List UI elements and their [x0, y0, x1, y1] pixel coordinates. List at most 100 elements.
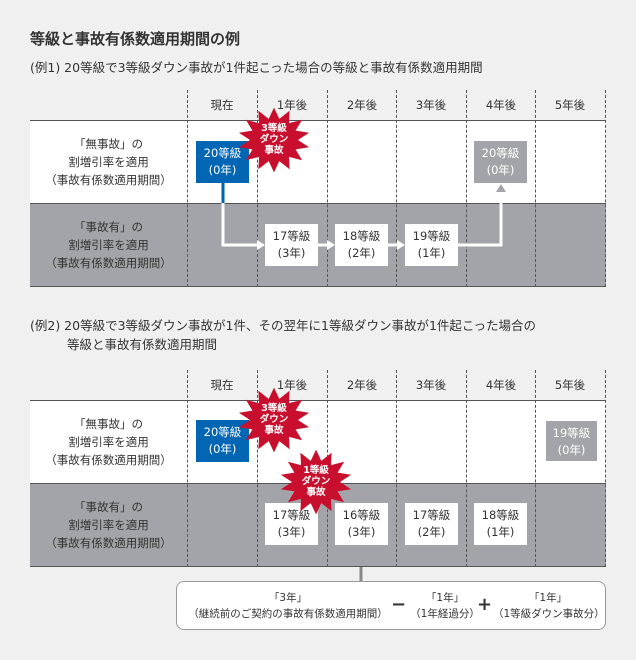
- col-now: 現在: [210, 98, 234, 112]
- years: (0年): [208, 163, 237, 177]
- grade-box-step: 19等級 (1年): [405, 224, 458, 266]
- label-line: （事故有係数適用期間）: [45, 536, 172, 550]
- grade-box-step: 16等級 (3年): [335, 503, 388, 545]
- example2-subtitle: (例2) 20等級で3等級ダウン事故が1件、その翌年に1等級ダウン事故が1件起こ…: [30, 316, 536, 354]
- minus-icon: −: [391, 594, 407, 615]
- divider: [396, 370, 397, 567]
- grade: 19等級: [412, 229, 451, 243]
- label-line: （事故有係数適用期間）: [45, 453, 172, 467]
- label-line: 割増引率を適用: [68, 518, 149, 532]
- no-accident-label: 「無事故」の 割増引率を適用 （事故有係数適用期間）: [30, 135, 187, 189]
- grade-box-current: 20等級 (0年): [196, 141, 249, 183]
- col-4y: 4年後: [485, 378, 517, 392]
- divider: [396, 90, 397, 287]
- burst-text: 事故: [264, 425, 284, 436]
- period-formula: 「3年」 （継続前のご契約の事故有係数適用期間） − 「1年」 （1年経過分） …: [176, 581, 606, 630]
- col-2y: 2年後: [346, 98, 378, 112]
- years: (0年): [208, 442, 237, 456]
- grade: 18等級: [342, 229, 381, 243]
- grade: 17等級: [412, 508, 451, 522]
- years: (1年): [417, 246, 446, 260]
- label-line: 割増引率を適用: [68, 238, 149, 252]
- header-row: 現在 1年後 2年後 3年後 4年後 5年後: [30, 88, 606, 120]
- divider: [257, 90, 258, 287]
- accident-row: 「事故有」の 割増引率を適用 （事故有係数適用期間）: [30, 203, 606, 287]
- plus-icon: +: [477, 594, 493, 615]
- years: (2年): [417, 525, 446, 539]
- years: (2年): [347, 246, 376, 260]
- grade: 18等級: [481, 508, 520, 522]
- term-note: （1等級ダウン事故分）: [493, 608, 605, 620]
- col-3y: 3年後: [415, 98, 447, 112]
- divider: [466, 370, 467, 567]
- divider: [535, 370, 536, 567]
- burst-text: 事故: [264, 145, 284, 156]
- divider: [257, 370, 258, 567]
- label-line: （事故有係数適用期間）: [45, 256, 172, 270]
- years: (0年): [557, 443, 586, 457]
- accident-starburst-icon: 3等級ダウン事故: [237, 387, 311, 453]
- years: (3年): [347, 525, 376, 539]
- term-value: 「1年」: [425, 592, 465, 604]
- label-line: 割増引率を適用: [68, 155, 149, 169]
- formula-term-previous: 「3年」 （継続前のご契約の事故有係数適用期間）: [183, 590, 393, 622]
- header-row: 現在 1年後 2年後 3年後 4年後 5年後: [30, 368, 606, 400]
- grade-box-step: 18等級 (2年): [335, 224, 388, 266]
- years: (3年): [277, 525, 306, 539]
- label-line: 「無事故」の: [74, 417, 143, 431]
- subtitle-line: (例2) 20等級で3等級ダウン事故が1件、その翌年に1等級ダウン事故が1件起こ…: [30, 318, 537, 333]
- grade: 16等級: [342, 508, 381, 522]
- accident-starburst-icon: 1等級ダウン事故: [279, 449, 353, 515]
- col-5y: 5年後: [554, 378, 586, 392]
- grade: 20等級: [203, 425, 242, 439]
- grade: 20等級: [203, 146, 242, 160]
- example1-subtitle: (例1) 20等級で3等級ダウン事故が1件起こった場合の等級と事故有係数適用期間: [30, 60, 483, 75]
- label-line: 割増引率を適用: [68, 435, 149, 449]
- page-title: 等級と事故有係数適用期間の例: [30, 30, 241, 48]
- burst-text: 3等級: [261, 123, 287, 134]
- subtitle-line: 等級と事故有係数適用期間: [67, 337, 218, 352]
- term-note: （1年経過分）: [410, 608, 480, 620]
- accident-label: 「事故有」の 割増引率を適用 （事故有係数適用期間）: [30, 498, 187, 552]
- grade-box-step: 17等級 (2年): [405, 503, 458, 545]
- grade-box-restored: 19等級 (0年): [545, 420, 598, 462]
- formula-term-elapsed: 「1年」 （1年経過分）: [405, 590, 485, 622]
- grade-box-step: 17等級 (3年): [265, 224, 318, 266]
- burst-text: ダウン: [259, 414, 289, 425]
- grade: 20等級: [481, 146, 520, 160]
- formula-term-downgrade: 「1年」 （1等級ダウン事故分）: [493, 590, 605, 622]
- years: (1年): [486, 525, 515, 539]
- divider: [187, 370, 188, 567]
- col-3y: 3年後: [415, 378, 447, 392]
- col-1y: 1年後: [276, 98, 308, 112]
- label-line: 「事故有」の: [74, 500, 143, 514]
- grade-box-step: 18等級 (1年): [474, 503, 527, 545]
- col-now: 現在: [210, 378, 234, 392]
- burst-text: 事故: [306, 487, 326, 498]
- grade: 17等級: [272, 229, 311, 243]
- accident-label: 「事故有」の 割増引率を適用 （事故有係数適用期間）: [30, 218, 187, 272]
- term-note: （継続前のご契約の事故有係数適用期間）: [188, 608, 388, 620]
- divider: [605, 90, 606, 287]
- grade-box-restored: 20等級 (0年): [474, 141, 527, 183]
- burst-text: ダウン: [301, 476, 331, 487]
- years: (0年): [486, 163, 515, 177]
- burst-text: 1等級: [303, 465, 329, 476]
- term-value: 「3年」: [268, 592, 308, 604]
- col-4y: 4年後: [485, 98, 517, 112]
- grade-box-step: 17等級 (3年): [265, 503, 318, 545]
- no-accident-label: 「無事故」の 割増引率を適用 （事故有係数適用期間）: [30, 415, 187, 469]
- example1-table: 現在 1年後 2年後 3年後 4年後 5年後 「無事故」の 割増引率を適用 （事…: [30, 88, 606, 288]
- burst-text: 3等級: [261, 403, 287, 414]
- col-2y: 2年後: [346, 378, 378, 392]
- col-1y: 1年後: [276, 378, 308, 392]
- grade: 19等級: [552, 426, 591, 440]
- col-5y: 5年後: [554, 98, 586, 112]
- divider: [327, 90, 328, 287]
- grade-box-current: 20等級 (0年): [196, 420, 249, 462]
- divider: [605, 370, 606, 567]
- grade: 17等級: [272, 508, 311, 522]
- divider: [187, 90, 188, 287]
- term-value: 「1年」: [528, 592, 568, 604]
- divider: [466, 90, 467, 287]
